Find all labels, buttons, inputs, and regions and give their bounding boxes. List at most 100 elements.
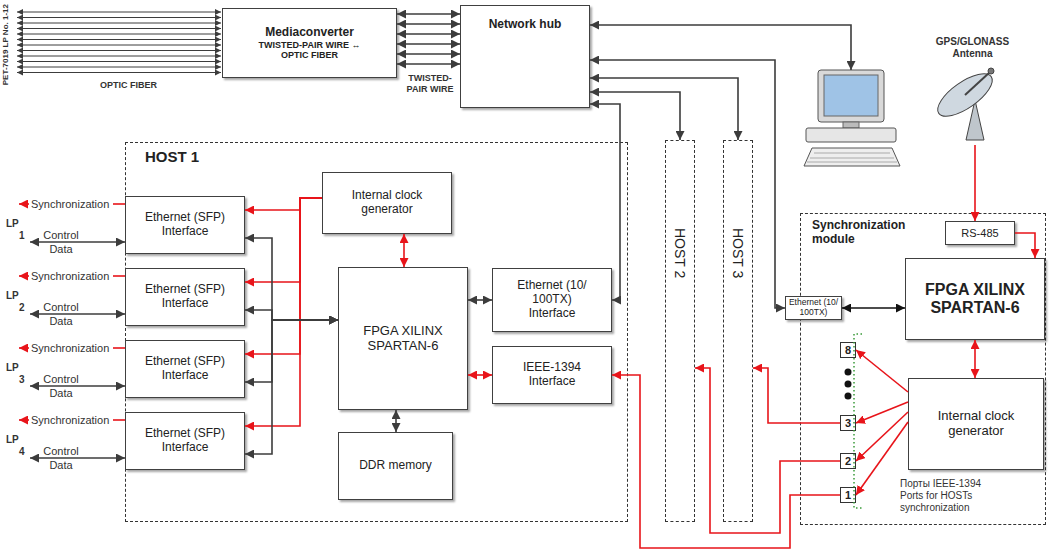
dashed-frame: [723, 140, 753, 522]
connector: [468, 374, 492, 376]
connector: [590, 78, 738, 140]
computer-illustration: [804, 70, 900, 166]
connector: [403, 234, 405, 267]
lp-number: 1: [19, 230, 25, 242]
connector: [397, 33, 460, 35]
node-title: HOST 1: [145, 148, 199, 165]
connector: [612, 375, 840, 548]
optic-fiber: [17, 12, 221, 13]
connector: [397, 13, 460, 15]
host-band: HOST 2: [665, 140, 695, 522]
antenna-feed-head: [988, 68, 994, 74]
ethernet-interface-box: Ethernet (10/ 100TX) Interface: [492, 268, 612, 332]
ellipsis-dot: [845, 393, 852, 400]
host-group: HOST 1 Internal clock generatorEthernet (…: [125, 142, 628, 522]
connector: [397, 63, 460, 65]
sync-arrow: [19, 347, 29, 349]
rs485-box: RS-485: [945, 221, 1015, 245]
control-data-arrow: [30, 457, 125, 459]
ports-note: Порты IEEE-1394 Ports for HOSTs synchron…: [900, 478, 1000, 514]
cable-label: OPTIC FIBER: [100, 80, 157, 91]
node-title: Synchronization module: [812, 219, 922, 247]
antenna-feed: [965, 72, 990, 95]
connector: [245, 310, 338, 320]
signal-label: Control Data: [38, 228, 84, 256]
node-title: HOST 2: [672, 228, 688, 278]
connector: [695, 368, 840, 533]
node-title: 8: [845, 344, 851, 357]
signal-label: Synchronization: [31, 413, 109, 427]
lp-label: LP: [6, 434, 19, 446]
optic-fiber-bundle: [17, 12, 221, 73]
host-band: HOST 3: [723, 140, 753, 522]
node-title: Ethernet (SFP) Interface: [138, 211, 233, 239]
ethernet-interface-box: Ethernet (10/ 100TX): [785, 296, 842, 320]
node-title: Internal clock generator: [337, 189, 437, 217]
port-box: 2: [840, 453, 856, 469]
optic-fiber: [17, 23, 221, 24]
optic-fiber: [17, 61, 221, 62]
connector: [245, 320, 338, 382]
node-title: Ethernet (10/ 100TX) Interface: [510, 279, 594, 320]
node-title: Ethernet (SFP) Interface: [138, 355, 233, 383]
clock-generator-box: Internal clock generator: [322, 172, 452, 234]
node-title: IEEE-1394 Interface: [507, 361, 597, 389]
node-title: RS-485: [961, 227, 998, 240]
optic-fiber: [17, 72, 221, 73]
connector: [245, 238, 338, 320]
node-title: FPGA XILINX SPARTAN-6: [915, 281, 1035, 318]
node-title: Ethernet (SFP) Interface: [138, 427, 233, 455]
clock-generator-box: Internal clock generator: [908, 378, 1044, 470]
antenna-illustration: [931, 66, 998, 140]
port-box: 1: [840, 487, 856, 503]
sfp-interface-box: Ethernet (SFP) Interface: [125, 196, 245, 254]
control-data-arrow: [30, 241, 125, 243]
sync-arrow: [19, 419, 29, 421]
lp-label: LP: [6, 290, 19, 302]
network-hub: Network hub: [460, 5, 590, 108]
connector: [245, 198, 322, 354]
keyboard: [804, 148, 900, 166]
optic-fiber: [17, 34, 221, 35]
node-title: FPGA XILINX SPARTAN-6: [353, 324, 453, 354]
computer-case: [806, 128, 896, 142]
node-title: Ethernet (SFP) Interface: [138, 283, 233, 311]
node-title: 1: [845, 489, 851, 502]
connector: [395, 410, 397, 432]
optic-fiber: [17, 67, 221, 68]
connector: [468, 299, 492, 301]
connector: [753, 368, 840, 423]
optic-fiber: [17, 50, 221, 51]
connector: [1015, 233, 1035, 258]
keyboard-keys: [807, 153, 897, 162]
sfp-interface-box: Ethernet (SFP) Interface: [125, 412, 245, 470]
connector: [397, 43, 460, 45]
connector: [397, 53, 460, 55]
dashed-frame: [665, 140, 695, 522]
sfp-interface-box: Ethernet (SFP) Interface: [125, 340, 245, 398]
lp-label: LP: [6, 218, 19, 230]
connector: [856, 350, 908, 392]
sync-arrow: [19, 275, 29, 277]
port-box: 3: [840, 415, 856, 431]
optic-fiber: [17, 39, 221, 40]
node-title: Network hub: [489, 18, 562, 32]
optic-fiber: [17, 28, 221, 29]
signal-label: Synchronization: [31, 269, 109, 283]
lp-number: 2: [19, 302, 25, 314]
connector: [245, 198, 322, 210]
node-title: Mediaconverter: [265, 26, 354, 40]
connector: [856, 402, 908, 423]
signal-label: Control Data: [38, 372, 84, 400]
ieee1394-interface-box: IEEE-1394 Interface: [492, 346, 612, 404]
signal-label: Control Data: [38, 444, 84, 472]
antenna-cable: [974, 145, 976, 221]
lp-label: LP: [6, 362, 19, 374]
optic-fiber: [17, 45, 221, 46]
control-data-arrow: [30, 385, 125, 387]
ellipsis-dot: [845, 369, 852, 376]
connector: [590, 60, 785, 308]
sync-wire: [113, 275, 125, 277]
signal-label: Synchronization: [31, 197, 109, 211]
